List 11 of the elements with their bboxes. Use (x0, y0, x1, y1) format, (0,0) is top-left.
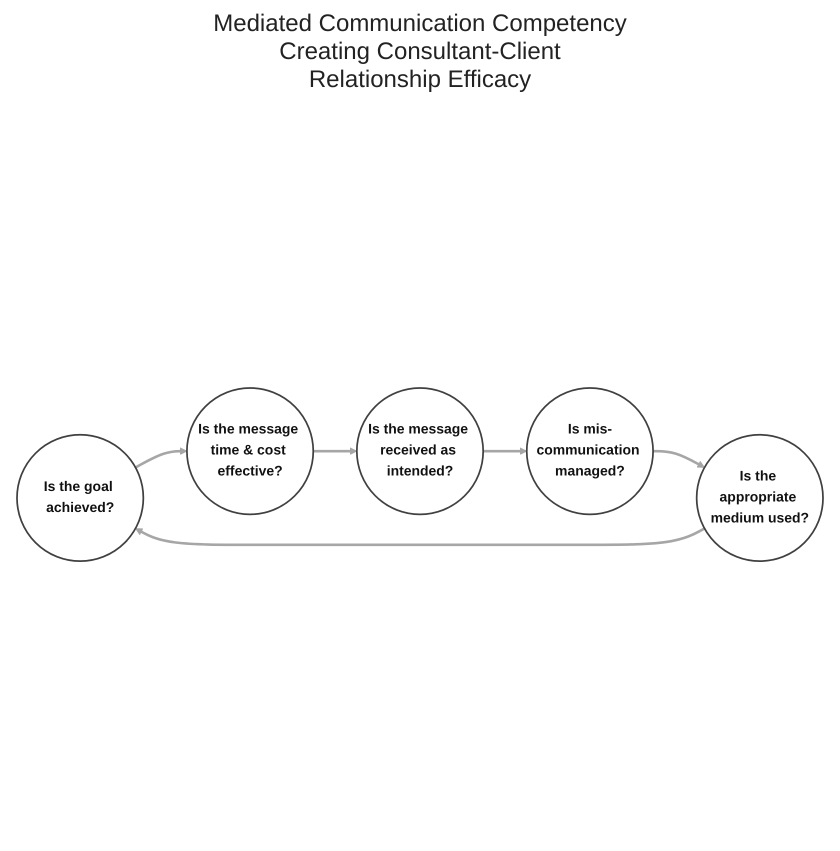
node-circle: Is the message received as intended? (356, 387, 484, 516)
arrow (135, 527, 706, 546)
node-circle: Is the appropriate medium used? (696, 434, 824, 562)
arrow (134, 447, 188, 469)
arrow (653, 450, 705, 468)
node-circle: Is the message time & cost effective? (186, 387, 314, 516)
arrow (313, 447, 358, 455)
center-text: Mediated Communication Competency Creating Consultant-Client Relationship Efficacy (212, 10, 628, 94)
arrow (483, 447, 528, 455)
node-circle: Is mis-communication managed? (526, 387, 654, 516)
node-circle: Is the goal achieved? (16, 434, 144, 562)
